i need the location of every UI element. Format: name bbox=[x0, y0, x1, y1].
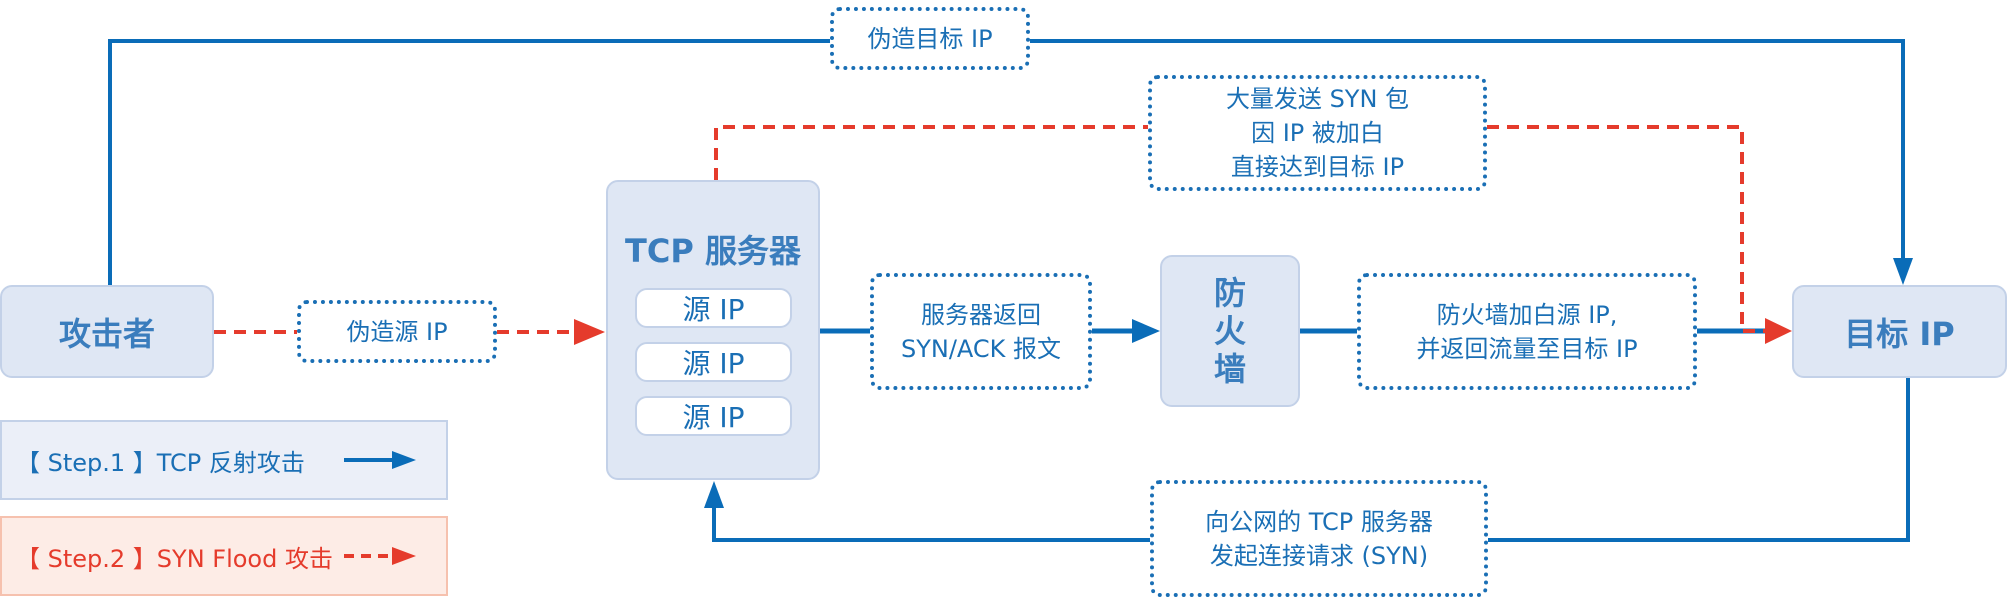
arrow-head-red-to-target bbox=[1765, 318, 1792, 344]
attacker-label: 攻击者 bbox=[58, 314, 155, 353]
syn-ack-label-box: 服务器返回 SYN/ACK 报文 bbox=[870, 273, 1092, 390]
arrow-head-to-target bbox=[1893, 258, 1913, 285]
legend-step2: 【 Step.2 】SYN Flood 攻击 bbox=[0, 516, 448, 596]
target-ip-label: 目标 IP bbox=[1844, 314, 1955, 353]
mass-syn-line: 直接达到目标 IP bbox=[1230, 153, 1405, 181]
source-ip-label: 源 IP bbox=[682, 293, 745, 326]
connector-server-to-mass-syn bbox=[714, 125, 1148, 180]
connect-request-line: 发起连接请求 (SYN) bbox=[1209, 541, 1429, 570]
spoof-target-label-box: 伪造目标 IP bbox=[830, 7, 1030, 70]
arrow-head-red-to-server bbox=[574, 319, 605, 345]
source-ip-pill: 源 IP bbox=[635, 396, 792, 436]
source-ip-pill: 源 IP bbox=[635, 342, 792, 382]
source-ip-pill: 源 IP bbox=[635, 288, 792, 328]
attacker-node[interactable]: 攻击者 bbox=[0, 285, 214, 378]
spoof-target-text: 伪造目标 IP bbox=[867, 24, 993, 53]
legend-step1: 【 Step.1 】TCP 反射攻击 bbox=[0, 420, 448, 500]
firewall-char: 墙 bbox=[1213, 350, 1246, 388]
whitelist-line: 并返回流量至目标 IP bbox=[1416, 334, 1638, 363]
whitelist-line: 防火墙加白源 IP, bbox=[1436, 300, 1618, 329]
spoof-source-text: 伪造源 IP bbox=[346, 317, 448, 346]
connector-attacker-to-target bbox=[108, 39, 1905, 285]
syn-ack-line: SYN/ACK 报文 bbox=[900, 334, 1062, 363]
firewall-node[interactable]: 防 火 墙 bbox=[1160, 255, 1300, 407]
mass-syn-label-box: 大量发送 SYN 包 因 IP 被加白 直接达到目标 IP bbox=[1148, 75, 1487, 191]
firewall-char: 防 bbox=[1213, 274, 1246, 312]
dashed-arrow-icon bbox=[344, 547, 416, 565]
arrow-head-to-firewall bbox=[1132, 319, 1160, 343]
source-ip-label: 源 IP bbox=[682, 347, 745, 380]
spoof-source-label-box: 伪造源 IP bbox=[297, 300, 497, 363]
solid-arrow-icon bbox=[344, 451, 416, 469]
mass-syn-line: 大量发送 SYN 包 bbox=[1225, 85, 1410, 113]
connect-request-line: 向公网的 TCP 服务器 bbox=[1205, 507, 1433, 536]
mass-syn-line: 因 IP 被加白 bbox=[1251, 119, 1384, 147]
firewall-char: 火 bbox=[1213, 312, 1246, 350]
legend-step1-label: 【 Step.1 】TCP 反射攻击 bbox=[16, 448, 305, 477]
arrow-head-to-server bbox=[704, 481, 724, 508]
legend-step2-label: 【 Step.2 】SYN Flood 攻击 bbox=[16, 544, 333, 573]
syn-ack-line: 服务器返回 bbox=[921, 300, 1041, 329]
connector-mass-syn-to-target bbox=[1487, 125, 1765, 333]
target-ip-node[interactable]: 目标 IP bbox=[1792, 285, 2007, 378]
source-ip-label: 源 IP bbox=[682, 401, 745, 434]
whitelist-label-box: 防火墙加白源 IP, 并返回流量至目标 IP bbox=[1357, 273, 1697, 390]
connect-request-label-box: 向公网的 TCP 服务器 发起连接请求 (SYN) bbox=[1150, 480, 1488, 597]
tcp-server-title: TCP 服务器 bbox=[625, 232, 801, 270]
